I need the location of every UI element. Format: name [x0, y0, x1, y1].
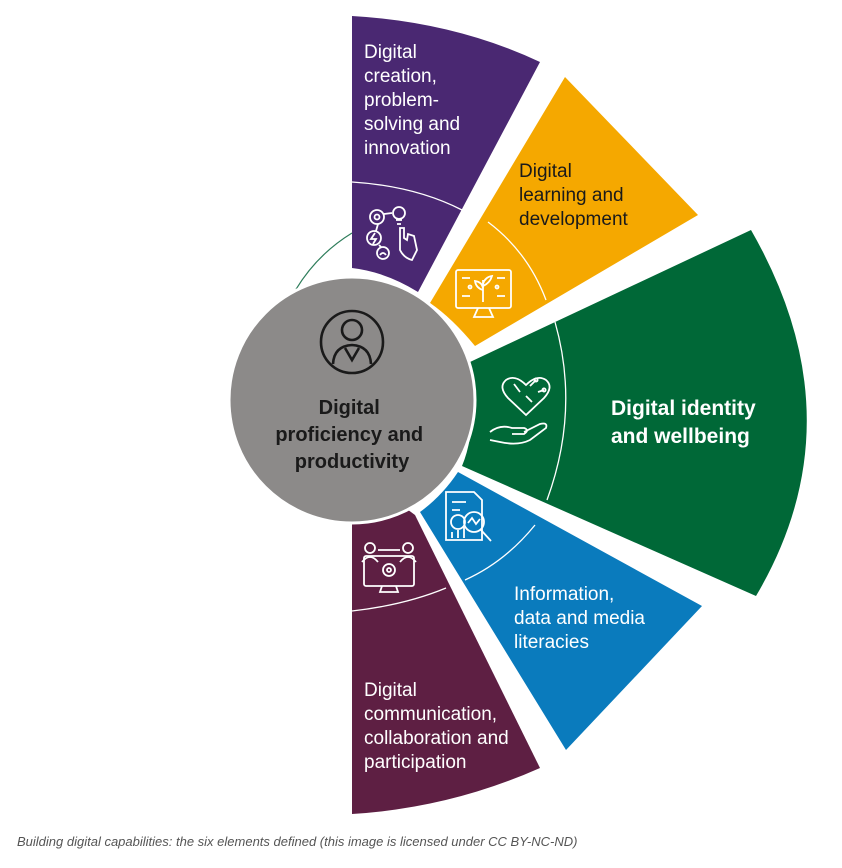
- segment-learning-ring-line: [487, 221, 547, 301]
- center-title: Digital proficiency and productivity: [275, 397, 428, 473]
- segment-identity-ring-line: [546, 321, 567, 501]
- segment-digital-identity[interactable]: Digital identity and wellbeing: [462, 230, 807, 596]
- segment-digital-learning[interactable]: Digital learning and development: [430, 77, 698, 346]
- segment-communication-ring-line: [351, 587, 447, 612]
- segment-digital-communication[interactable]: Digital communication, collaboration and…: [351, 490, 540, 814]
- collaboration-icon: [361, 542, 417, 593]
- segment-information-shape: [420, 472, 702, 750]
- center-digital-proficiency[interactable]: Digital proficiency and productivity: [227, 275, 477, 525]
- image-caption: Building digital capabilities: the six e…: [17, 834, 578, 849]
- segment-digital-creation[interactable]: Digital creation, problem- solving and i…: [351, 16, 540, 292]
- learning-monitor-icon: [455, 269, 512, 318]
- digital-capabilities-diagram: Digital creation, problem- solving and i…: [227, 16, 807, 814]
- person-icon: [319, 309, 385, 375]
- segment-creation-label: Digital creation, problem- solving and i…: [364, 42, 465, 159]
- center-circle: [227, 275, 477, 525]
- document-search-icon: [445, 491, 492, 542]
- segment-creation-shape: [352, 16, 540, 292]
- segment-communication-label: Digital communication, collaboration and…: [364, 680, 514, 773]
- segment-information-literacies[interactable]: Information, data and media literacies: [420, 472, 702, 750]
- segment-creation-ring-line: [351, 181, 463, 211]
- segment-information-label: Information, data and media literacies: [514, 584, 650, 653]
- innovation-icon: [366, 206, 418, 262]
- segment-information-ring-line: [464, 524, 536, 581]
- segment-identity-shape: [462, 230, 807, 596]
- segment-communication-shape: [352, 490, 540, 814]
- segment-identity-label: Digital identity and wellbeing: [611, 397, 762, 448]
- segment-learning-label: Digital learning and development: [519, 161, 629, 230]
- heart-hand-icon: [489, 376, 551, 445]
